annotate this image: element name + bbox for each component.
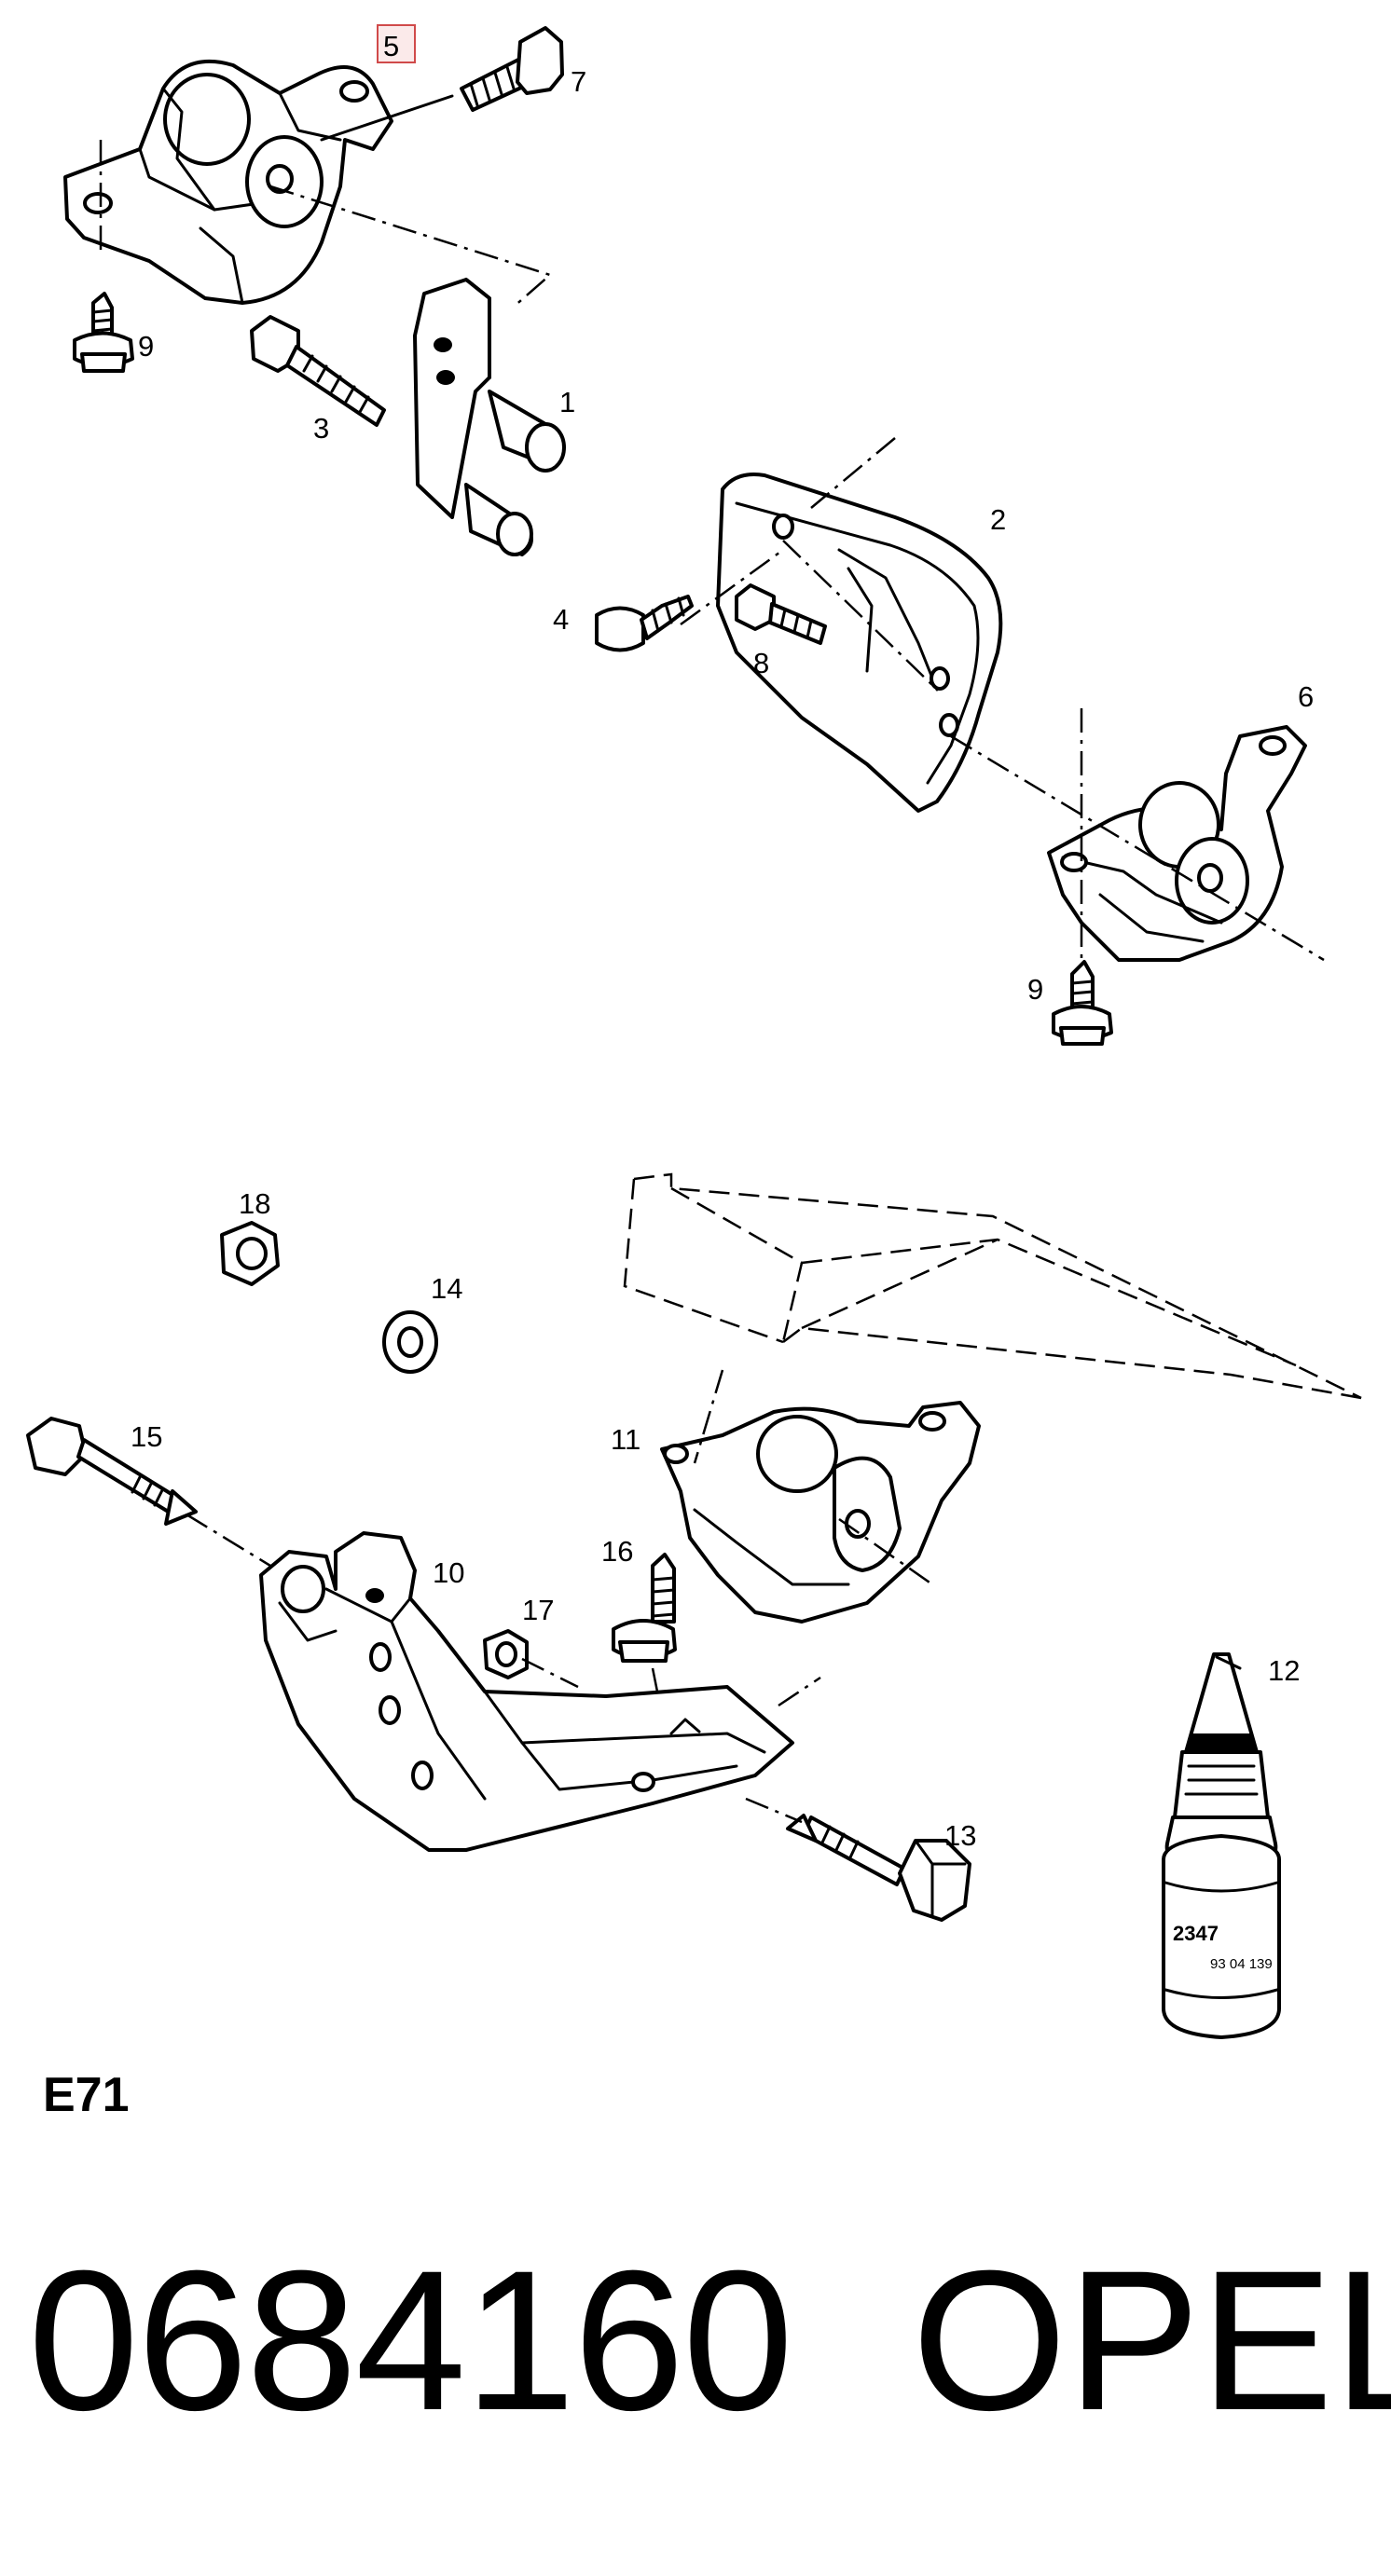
part-18-nut — [220, 1221, 280, 1286]
callout-4: 4 — [553, 603, 569, 636]
part-17-nut — [483, 1629, 529, 1679]
callout-labels: 5 7 9 1 3 2 4 8 6 9 18 14 15 11 10 16 17… — [131, 24, 1314, 1852]
bottle-label: 2347 — [1173, 1922, 1219, 1945]
callout-2: 2 — [990, 503, 1006, 536]
lower-axis-lines — [186, 1369, 1242, 1824]
part-7-bolt — [460, 26, 564, 112]
subframe-outline — [623, 1172, 1362, 1400]
callout-3: 3 — [313, 412, 329, 445]
callout-16: 16 — [601, 1535, 633, 1568]
part-3-bolt — [250, 315, 386, 427]
part-12-adhesive-bottle: 2347 93 04 139 — [1162, 1652, 1281, 2039]
part-10-bracket — [259, 1531, 794, 1852]
brand-name: OPEL — [912, 2229, 1391, 2452]
callout-9-lower: 9 — [1027, 973, 1043, 1006]
part-1-bracket — [413, 278, 566, 556]
part-9-screw-lower — [1052, 960, 1113, 1046]
callout-11: 11 — [611, 1423, 640, 1456]
part-16-screw — [612, 1553, 677, 1663]
callout-9-upper: 9 — [138, 330, 154, 363]
callout-10: 10 — [433, 1556, 464, 1589]
part-8-bolt — [735, 583, 827, 645]
highlight-box-5 — [377, 24, 416, 63]
part-2-bracket-plate — [716, 473, 1003, 813]
callout-1: 1 — [559, 386, 575, 418]
upper-axis-lines — [99, 94, 1325, 962]
callout-17: 17 — [522, 1594, 554, 1626]
callout-12: 12 — [1268, 1654, 1300, 1687]
part-13-bolt — [786, 1814, 971, 1922]
group-code-label: E71 — [43, 2068, 130, 2122]
bottle-sublabel: 93 04 139 — [1210, 1956, 1273, 1972]
part-14-washer — [382, 1310, 438, 1374]
callout-8: 8 — [753, 647, 769, 679]
part-6-rubber-mount — [1047, 725, 1307, 962]
callout-15: 15 — [131, 1420, 162, 1453]
callout-6: 6 — [1298, 680, 1314, 713]
part-number: 0684160 — [28, 2229, 793, 2452]
callout-13: 13 — [944, 1819, 976, 1852]
callout-5: 5 — [383, 30, 399, 62]
part-4-screw — [595, 595, 694, 652]
part-15-bolt — [26, 1417, 198, 1526]
part-5-engine-mount — [63, 59, 393, 305]
callout-14: 14 — [431, 1272, 462, 1305]
callout-18: 18 — [239, 1187, 270, 1220]
part-11-rubber-mount — [660, 1401, 981, 1624]
part-9-screw-upper — [73, 292, 134, 373]
callout-7: 7 — [571, 65, 586, 98]
